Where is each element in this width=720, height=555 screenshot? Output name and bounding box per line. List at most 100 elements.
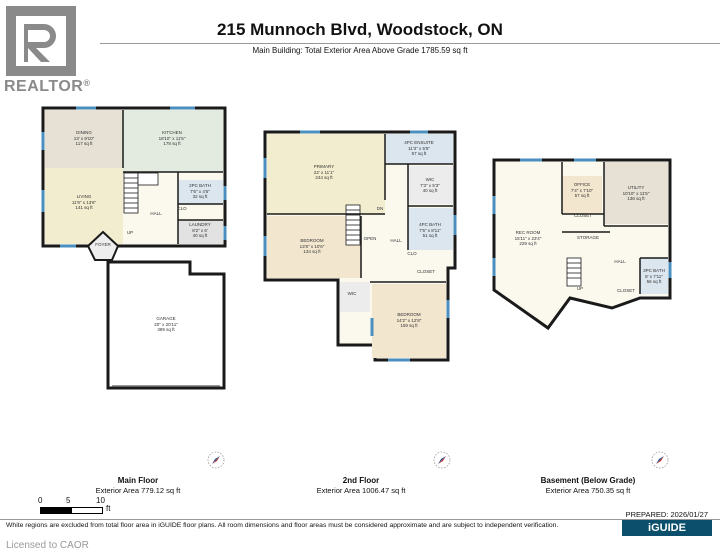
room-name: 3PC BATH — [643, 268, 665, 273]
room-area: 229 sq ft — [519, 241, 537, 246]
room-name: KITCHEN — [162, 130, 182, 135]
room-name: CLOSET — [616, 288, 635, 293]
room-dimensions: 7'3" x 5'3" — [420, 182, 440, 188]
scale-tick-10: 10 — [96, 496, 105, 505]
room-label-2-8: CLOSET — [596, 288, 656, 294]
room-name: PRIMARY — [313, 164, 335, 169]
room-name: 4PC ENSUITE — [404, 140, 434, 145]
room-wic-2 — [340, 282, 370, 312]
foyer-shape — [86, 230, 120, 261]
room-dimensions: 7'5" x 8'11" — [419, 227, 441, 233]
scale-tick-0: 0 — [38, 496, 43, 505]
room-label-1-8: CLO — [382, 251, 442, 257]
room-area: 136 sq ft — [627, 196, 645, 201]
room-area: 159 sq ft — [400, 323, 418, 328]
room-label-0-4: HALL — [126, 211, 186, 217]
compass-icon — [207, 451, 225, 469]
room-dining — [45, 110, 123, 168]
room-name: CLO — [177, 206, 187, 211]
second-floor-plan — [263, 130, 457, 362]
room-name: UTILITY — [627, 185, 645, 190]
compass-icon — [651, 451, 669, 469]
page-subtitle: Main Building: Total Exterior Area Above… — [252, 46, 468, 55]
room-dimensions: 7'6" x 4'5" — [190, 188, 210, 194]
room-name: LIVING — [76, 194, 92, 199]
room-dimensions: 8' x 7'11" — [645, 273, 663, 279]
room-name: WIC — [347, 291, 357, 296]
room-name: BEDROOM — [397, 312, 421, 317]
room-name: UP — [576, 286, 584, 291]
room-dimensions: 11'9" x 13'6" — [71, 199, 97, 205]
room-name: CLOSET — [573, 213, 592, 218]
room-primary — [267, 134, 385, 214]
room-label-1-9: CLOSET — [396, 269, 456, 275]
room-area: 117 sq ft — [75, 141, 93, 146]
scale-tick-5: 5 — [66, 496, 71, 505]
room-area: 178 sq ft — [163, 141, 181, 146]
second-floor-area: Exterior Area 1006.47 sq ft — [316, 486, 406, 495]
room-area: 57 sq ft — [574, 193, 590, 198]
room-area: 32 sq ft — [192, 194, 208, 199]
room-name: GARAGE — [156, 316, 176, 321]
realtor-logo-mark — [6, 6, 76, 76]
room-area: 244 sq ft — [315, 175, 333, 180]
room-area: 56 sq ft — [646, 279, 662, 284]
scale-unit: ft — [106, 504, 111, 513]
room-label-1-7: HALL — [366, 238, 426, 244]
room-name: 2PC BATH — [189, 183, 211, 188]
basement-name: Basement (Below Grade) — [540, 476, 636, 485]
second-stairs — [345, 204, 361, 246]
room-label-2-5: HALL — [590, 259, 650, 265]
room-living — [45, 168, 123, 244]
room-label-1-10: WIC — [322, 291, 382, 297]
room-dimensions: 11'3" x 5'6" — [408, 145, 430, 151]
room-name: STORAGE — [577, 235, 599, 240]
main-floor-area: Exterior Area 779.12 sq ft — [95, 486, 181, 495]
realtor-logo-text: REALTOR® — [4, 78, 91, 95]
room-area: 389 sq ft — [157, 327, 175, 332]
room-name: BEDROOM — [300, 238, 324, 243]
page-title: 215 Munnoch Blvd, Woodstock, ON — [217, 20, 503, 39]
room-dimensions: 22' x 11'1" — [313, 169, 335, 175]
room-dimensions: 13' x 9'10" — [73, 135, 95, 141]
room-bedroom-1 — [267, 216, 361, 278]
room-name: DINING — [76, 130, 92, 135]
room-name: WIC — [425, 177, 435, 182]
room-3pc-bath — [640, 258, 668, 294]
room-label-2-4: STORAGE — [558, 235, 618, 241]
room-utility — [604, 162, 668, 224]
second-floor-name: 2nd Floor — [342, 476, 380, 485]
room-dimensions: 7'4" x 7'10" — [570, 187, 594, 193]
room-2pc-bath — [178, 180, 223, 204]
main-floor-plan — [41, 106, 227, 390]
room-name: HALL — [150, 211, 162, 216]
room-dimensions: 8'2" x 6' — [192, 227, 208, 233]
room-label-0-5: CLO — [152, 206, 212, 212]
room-4pc-bath — [408, 208, 453, 250]
room-name: HALL — [390, 238, 402, 243]
garage-shape — [106, 260, 226, 390]
room-area: 134 sq ft — [303, 249, 321, 254]
room-name: UP — [126, 230, 134, 235]
room-label-0-7: UP — [100, 230, 160, 236]
room-office — [562, 176, 602, 214]
disclaimer: White regions are excluded from total fl… — [6, 522, 559, 529]
room-name: REC ROOM — [515, 230, 541, 235]
scale-segment-black — [40, 507, 72, 514]
prepared-date: PREPARED: 2026/01/27 — [625, 510, 708, 519]
license-text: Licensed to CAOR — [6, 540, 89, 551]
room-4pc-ensuite — [385, 134, 453, 164]
realtor-logo: REALTOR® — [0, 0, 91, 100]
header-rule — [100, 43, 720, 44]
